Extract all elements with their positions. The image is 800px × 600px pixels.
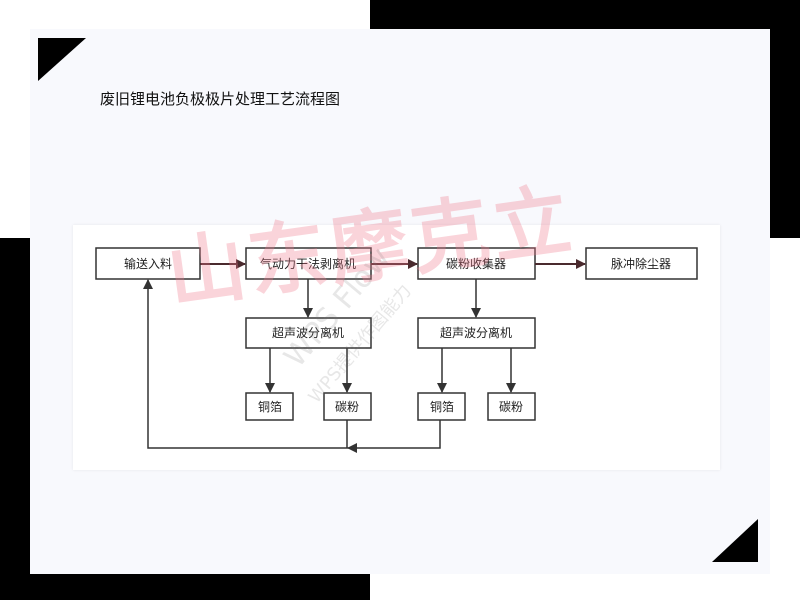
node-cu1 <box>245 392 294 421</box>
node-cu2-label: 铜箔 <box>430 399 454 414</box>
node-c2-label: 碳粉 <box>499 400 523 414</box>
node-cu1-label: 铜箔 <box>258 399 282 414</box>
node-dust-label: 脉冲除尘器 <box>611 256 671 271</box>
page-title: 废旧锂电池负极极片处理工艺流程图 <box>100 90 341 108</box>
frame-top-bar <box>370 0 800 29</box>
frame-right-bar <box>770 0 800 238</box>
node-feed <box>95 247 201 280</box>
frame-bottom-bar <box>0 574 370 600</box>
node-c1 <box>323 392 372 421</box>
node-c1-label: 碳粉 <box>335 400 359 414</box>
node-stripper-label: 气动力干法剥离机 <box>260 256 356 271</box>
node-cu2 <box>417 392 466 421</box>
corner-triangle-bottom-right <box>712 519 758 562</box>
corner-triangle-top-left <box>38 38 86 81</box>
node-c2 <box>487 392 536 421</box>
node-sep1 <box>245 317 372 349</box>
node-collector <box>417 247 536 280</box>
node-collector-label: 碳粉收集器 <box>446 256 506 271</box>
node-feed-label: 输送入料 <box>124 256 172 271</box>
node-sep2 <box>417 317 536 349</box>
return-line-to-feed <box>143 279 348 449</box>
frame-left-bar <box>0 238 30 600</box>
return-line-cu2 <box>347 420 441 453</box>
node-sep2-label: 超声波分离机 <box>440 325 512 340</box>
node-dust <box>585 247 698 280</box>
node-sep1-label: 超声波分离机 <box>272 325 344 340</box>
